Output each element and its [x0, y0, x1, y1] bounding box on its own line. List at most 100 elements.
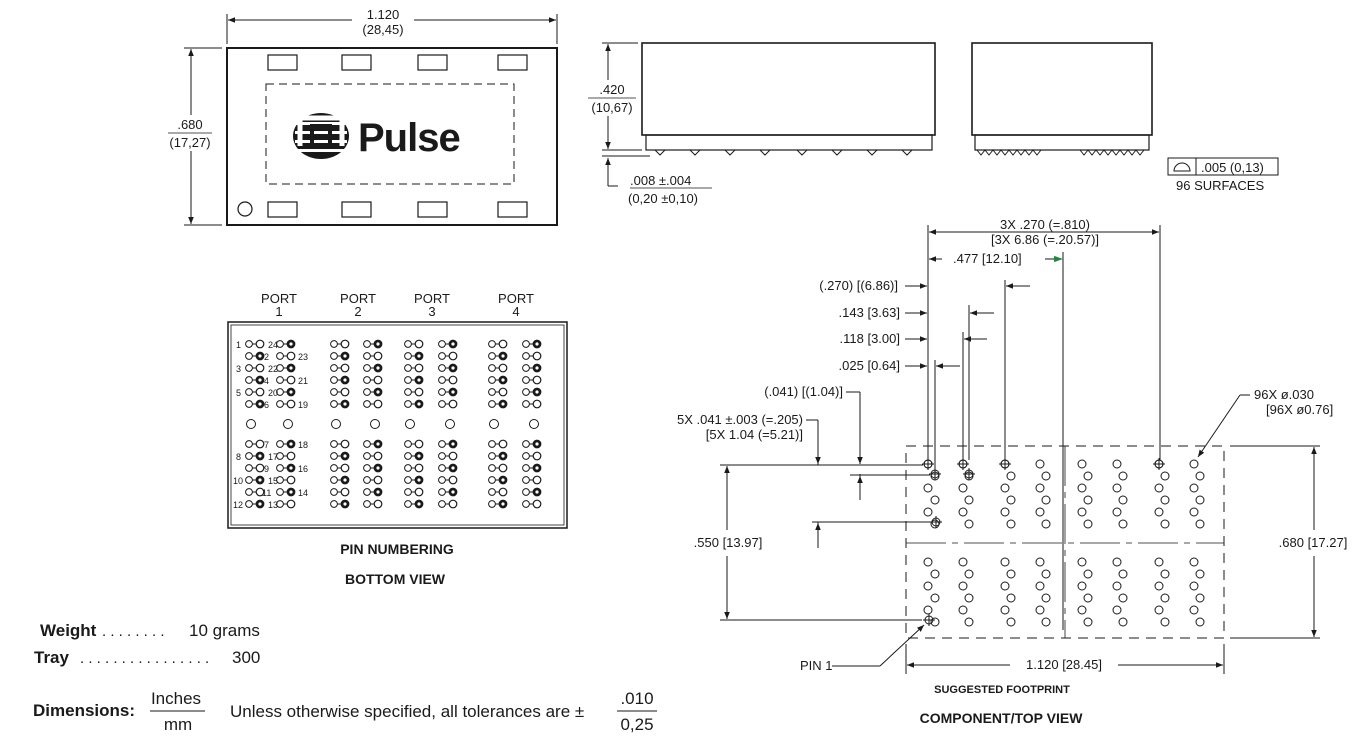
- footprint-pad: [1195, 495, 1205, 505]
- footprint-pad: [1118, 569, 1128, 579]
- pin-pad-center: [289, 466, 293, 470]
- profile-surface-icon: [1173, 162, 1191, 172]
- footprint-pad: [1083, 519, 1093, 529]
- footprint-pad: [1035, 557, 1045, 567]
- pin-pad-center: [258, 354, 262, 358]
- pin-label: 21: [298, 376, 308, 386]
- pin-pad: [498, 339, 508, 349]
- pin-hole: [404, 400, 412, 408]
- footprint-pad: [1189, 605, 1199, 615]
- footprint-pad: [1041, 569, 1051, 579]
- pin-hole: [363, 388, 371, 396]
- footprint-pad: [964, 519, 974, 529]
- pin-pad: [373, 475, 383, 485]
- standoff-in: .008 ±.004: [630, 173, 691, 188]
- footprint-pad: [1160, 569, 1170, 579]
- alignment-hole: [405, 419, 415, 429]
- pin-pad: [448, 451, 458, 461]
- pin-pad-center: [501, 454, 505, 458]
- footprint-pad: [1118, 519, 1128, 529]
- footprint-pad: [930, 569, 940, 579]
- tolerance-mm: 0,25: [620, 715, 653, 734]
- pin-pad-center: [343, 454, 347, 458]
- surfaces-label: 96 SURFACES: [1176, 178, 1264, 193]
- pin-number-labels: 1 24 2 23 3 22 4 21 5 20 6 19 7 18 8 17 …: [233, 340, 308, 510]
- bottom-view-caption: BOTTOM VIEW: [345, 571, 446, 587]
- pin-pad: [286, 351, 296, 361]
- alignment-hole: [331, 419, 341, 429]
- weight-label: Weight: [40, 621, 97, 640]
- standoff-mm: (0,20 ±0,10): [628, 191, 698, 206]
- component-top-view-caption: COMPONENT/TOP VIEW: [920, 710, 1084, 726]
- pin-hole: [276, 376, 284, 384]
- footprint-pad: [1077, 581, 1087, 591]
- pin-pad-center: [451, 390, 455, 394]
- footprint-pad: [958, 581, 968, 591]
- pin-hole: [363, 400, 371, 408]
- pin-label: 6: [264, 400, 269, 410]
- pin-pad: [373, 351, 383, 361]
- top-view-pads: [267, 54, 528, 218]
- footprint-pad: [1189, 557, 1199, 567]
- footprint-pad: [1041, 495, 1051, 505]
- pin-hole: [522, 400, 530, 408]
- pin-hole: [363, 464, 371, 472]
- footprint-pad: [1195, 519, 1205, 529]
- pin-hole: [522, 340, 530, 348]
- pin-numbering-caption: PIN NUMBERING: [340, 541, 454, 557]
- pin-hole: [438, 400, 446, 408]
- pin-label: 17: [268, 452, 278, 462]
- footprint-pad: [1154, 483, 1164, 493]
- pin-pad-center: [343, 478, 347, 482]
- pin-hole: [404, 388, 412, 396]
- pin-hole: [363, 440, 371, 448]
- pin-pad: [286, 499, 296, 509]
- pin-pad-center: [501, 402, 505, 406]
- pin-label: 19: [298, 400, 308, 410]
- pin-label: 7: [264, 440, 269, 450]
- pin-pad-center: [535, 342, 539, 346]
- pin-pad-center: [376, 466, 380, 470]
- pin-hole: [522, 352, 530, 360]
- pulse-logo-icon: [293, 113, 349, 159]
- footprint-pad: [1112, 605, 1122, 615]
- pin-hole: [438, 452, 446, 460]
- pin-hole: [245, 364, 253, 372]
- pin-pad: [286, 451, 296, 461]
- pin-pad: [498, 363, 508, 373]
- pin-hole: [276, 488, 284, 496]
- footprint-pad: [1195, 471, 1205, 481]
- pin-label: 23: [298, 352, 308, 362]
- pin-pad: [532, 451, 542, 461]
- dim-680: .680 [17.27]: [1279, 535, 1348, 550]
- pin-label: 16: [298, 464, 308, 474]
- pin-hole: [438, 340, 446, 348]
- pin-pad: [532, 399, 542, 409]
- bottom-view-outline: [227, 321, 568, 529]
- pin-pad-center: [343, 378, 347, 382]
- footprint-pad: [1112, 581, 1122, 591]
- footprint-pad: [964, 569, 974, 579]
- pin-pad-center: [535, 490, 539, 494]
- pin-pad: [340, 363, 350, 373]
- dim-96x-line2: [96X ø0.76]: [1266, 402, 1333, 417]
- pin-pad-center: [258, 478, 262, 482]
- pin-hole: [245, 376, 253, 384]
- pin-hole: [245, 388, 253, 396]
- bottom-view-pins: [245, 339, 542, 509]
- pin-hole: [330, 340, 338, 348]
- pin-hole: [522, 376, 530, 384]
- pin-pad-center: [535, 366, 539, 370]
- pin-pad-center: [417, 402, 421, 406]
- port-2-line1: PORT: [340, 291, 376, 306]
- pin-pad: [373, 375, 383, 385]
- pin-pad: [255, 363, 265, 373]
- footprint-pad: [923, 507, 933, 517]
- top-view: Pulse 1.120 (28,45) .680 (17,27): [163, 6, 558, 226]
- pin-hole: [488, 500, 496, 508]
- pin-hole: [245, 440, 253, 448]
- pin-hole: [276, 400, 284, 408]
- footprint-pad: [1160, 495, 1170, 505]
- footprint-pad: [1112, 507, 1122, 517]
